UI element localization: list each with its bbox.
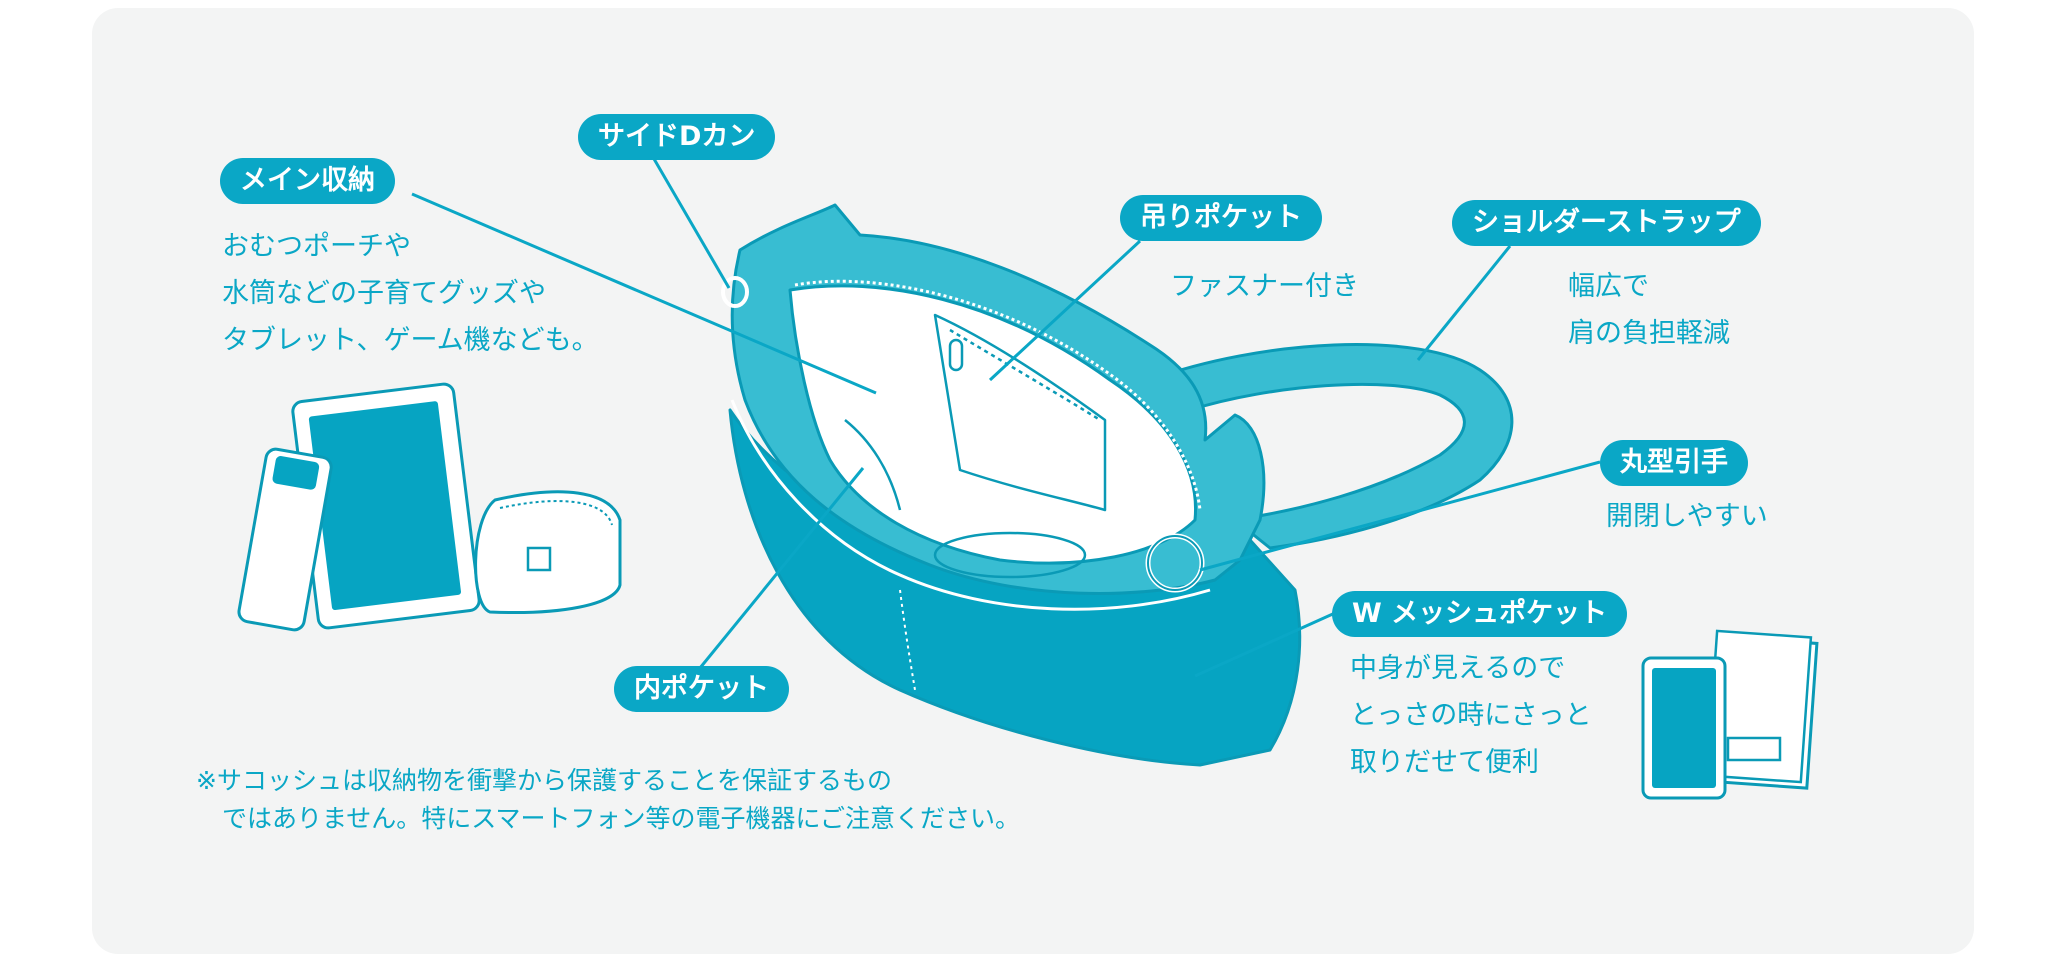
label-main-storage: メイン収納 bbox=[220, 158, 395, 204]
footnote-line: ではありません。特にスマートフォン等の電子機器にご注意ください。 bbox=[222, 804, 1021, 833]
desc-line: おむつポーチや bbox=[222, 231, 411, 262]
desc-round-pull: 開閉しやすい bbox=[1606, 493, 1768, 540]
leader-side-d-ring bbox=[648, 151, 731, 289]
water-bottle-icon bbox=[237, 447, 333, 632]
label-side-d-ring: サイドDカン bbox=[578, 114, 776, 160]
smartphone-icon bbox=[1641, 656, 1727, 800]
leader-w-mesh-pocket bbox=[1194, 611, 1336, 678]
leader-inner-pocket bbox=[698, 467, 865, 669]
notebook-icon bbox=[1705, 629, 1819, 790]
footnote-line: ※サコッシュは収納物を衝撃から保護することを保証するもの bbox=[196, 766, 892, 795]
leader-main-storage bbox=[411, 192, 877, 395]
desc-hanging-pocket: ファスナー付き bbox=[1170, 263, 1359, 310]
leader-hanging-pocket bbox=[988, 239, 1142, 382]
desc-line: 取りだせて便利 bbox=[1350, 747, 1539, 778]
tablet-icon bbox=[291, 382, 481, 630]
desc-line: 開閉しやすい bbox=[1606, 501, 1768, 532]
footnote: ※サコッシュは収納物を衝撃から保護することを保証するもの ではありません。特にス… bbox=[196, 762, 1020, 838]
desc-w-mesh-pocket: 中身が見えるので とっさの時にさっと 取りだせて便利 bbox=[1350, 645, 1592, 786]
desc-line: 肩の負担軽減 bbox=[1568, 318, 1730, 349]
pouch-icon bbox=[474, 490, 622, 614]
label-hanging-pocket: 吊りポケット bbox=[1120, 195, 1322, 241]
desc-shoulder-strap: 幅広で 肩の負担軽減 bbox=[1568, 263, 1730, 357]
leader-lines bbox=[411, 151, 1601, 678]
desc-line: 幅広で bbox=[1568, 271, 1649, 302]
desc-line: ファスナー付き bbox=[1170, 271, 1359, 302]
desc-line: とっさの時にさっと bbox=[1350, 700, 1592, 731]
label-shoulder-strap: ショルダーストラップ bbox=[1452, 200, 1761, 246]
label-w-mesh-pocket: W メッシュポケット bbox=[1332, 591, 1628, 637]
label-round-pull: 丸型引手 bbox=[1600, 440, 1748, 486]
desc-main-storage: おむつポーチや 水筒などの子育てグッズや タブレット、ゲーム機なども。 bbox=[222, 223, 599, 364]
desc-line: 水筒などの子育てグッズや bbox=[222, 278, 546, 309]
leader-shoulder-strap bbox=[1416, 245, 1512, 361]
leader-round-pull bbox=[1199, 460, 1601, 572]
desc-line: 中身が見えるので bbox=[1350, 653, 1566, 684]
bag-illustration-icon bbox=[721, 203, 1514, 767]
label-inner-pocket: 内ポケット bbox=[614, 666, 789, 712]
desc-line: タブレット、ゲーム機なども。 bbox=[222, 325, 599, 356]
